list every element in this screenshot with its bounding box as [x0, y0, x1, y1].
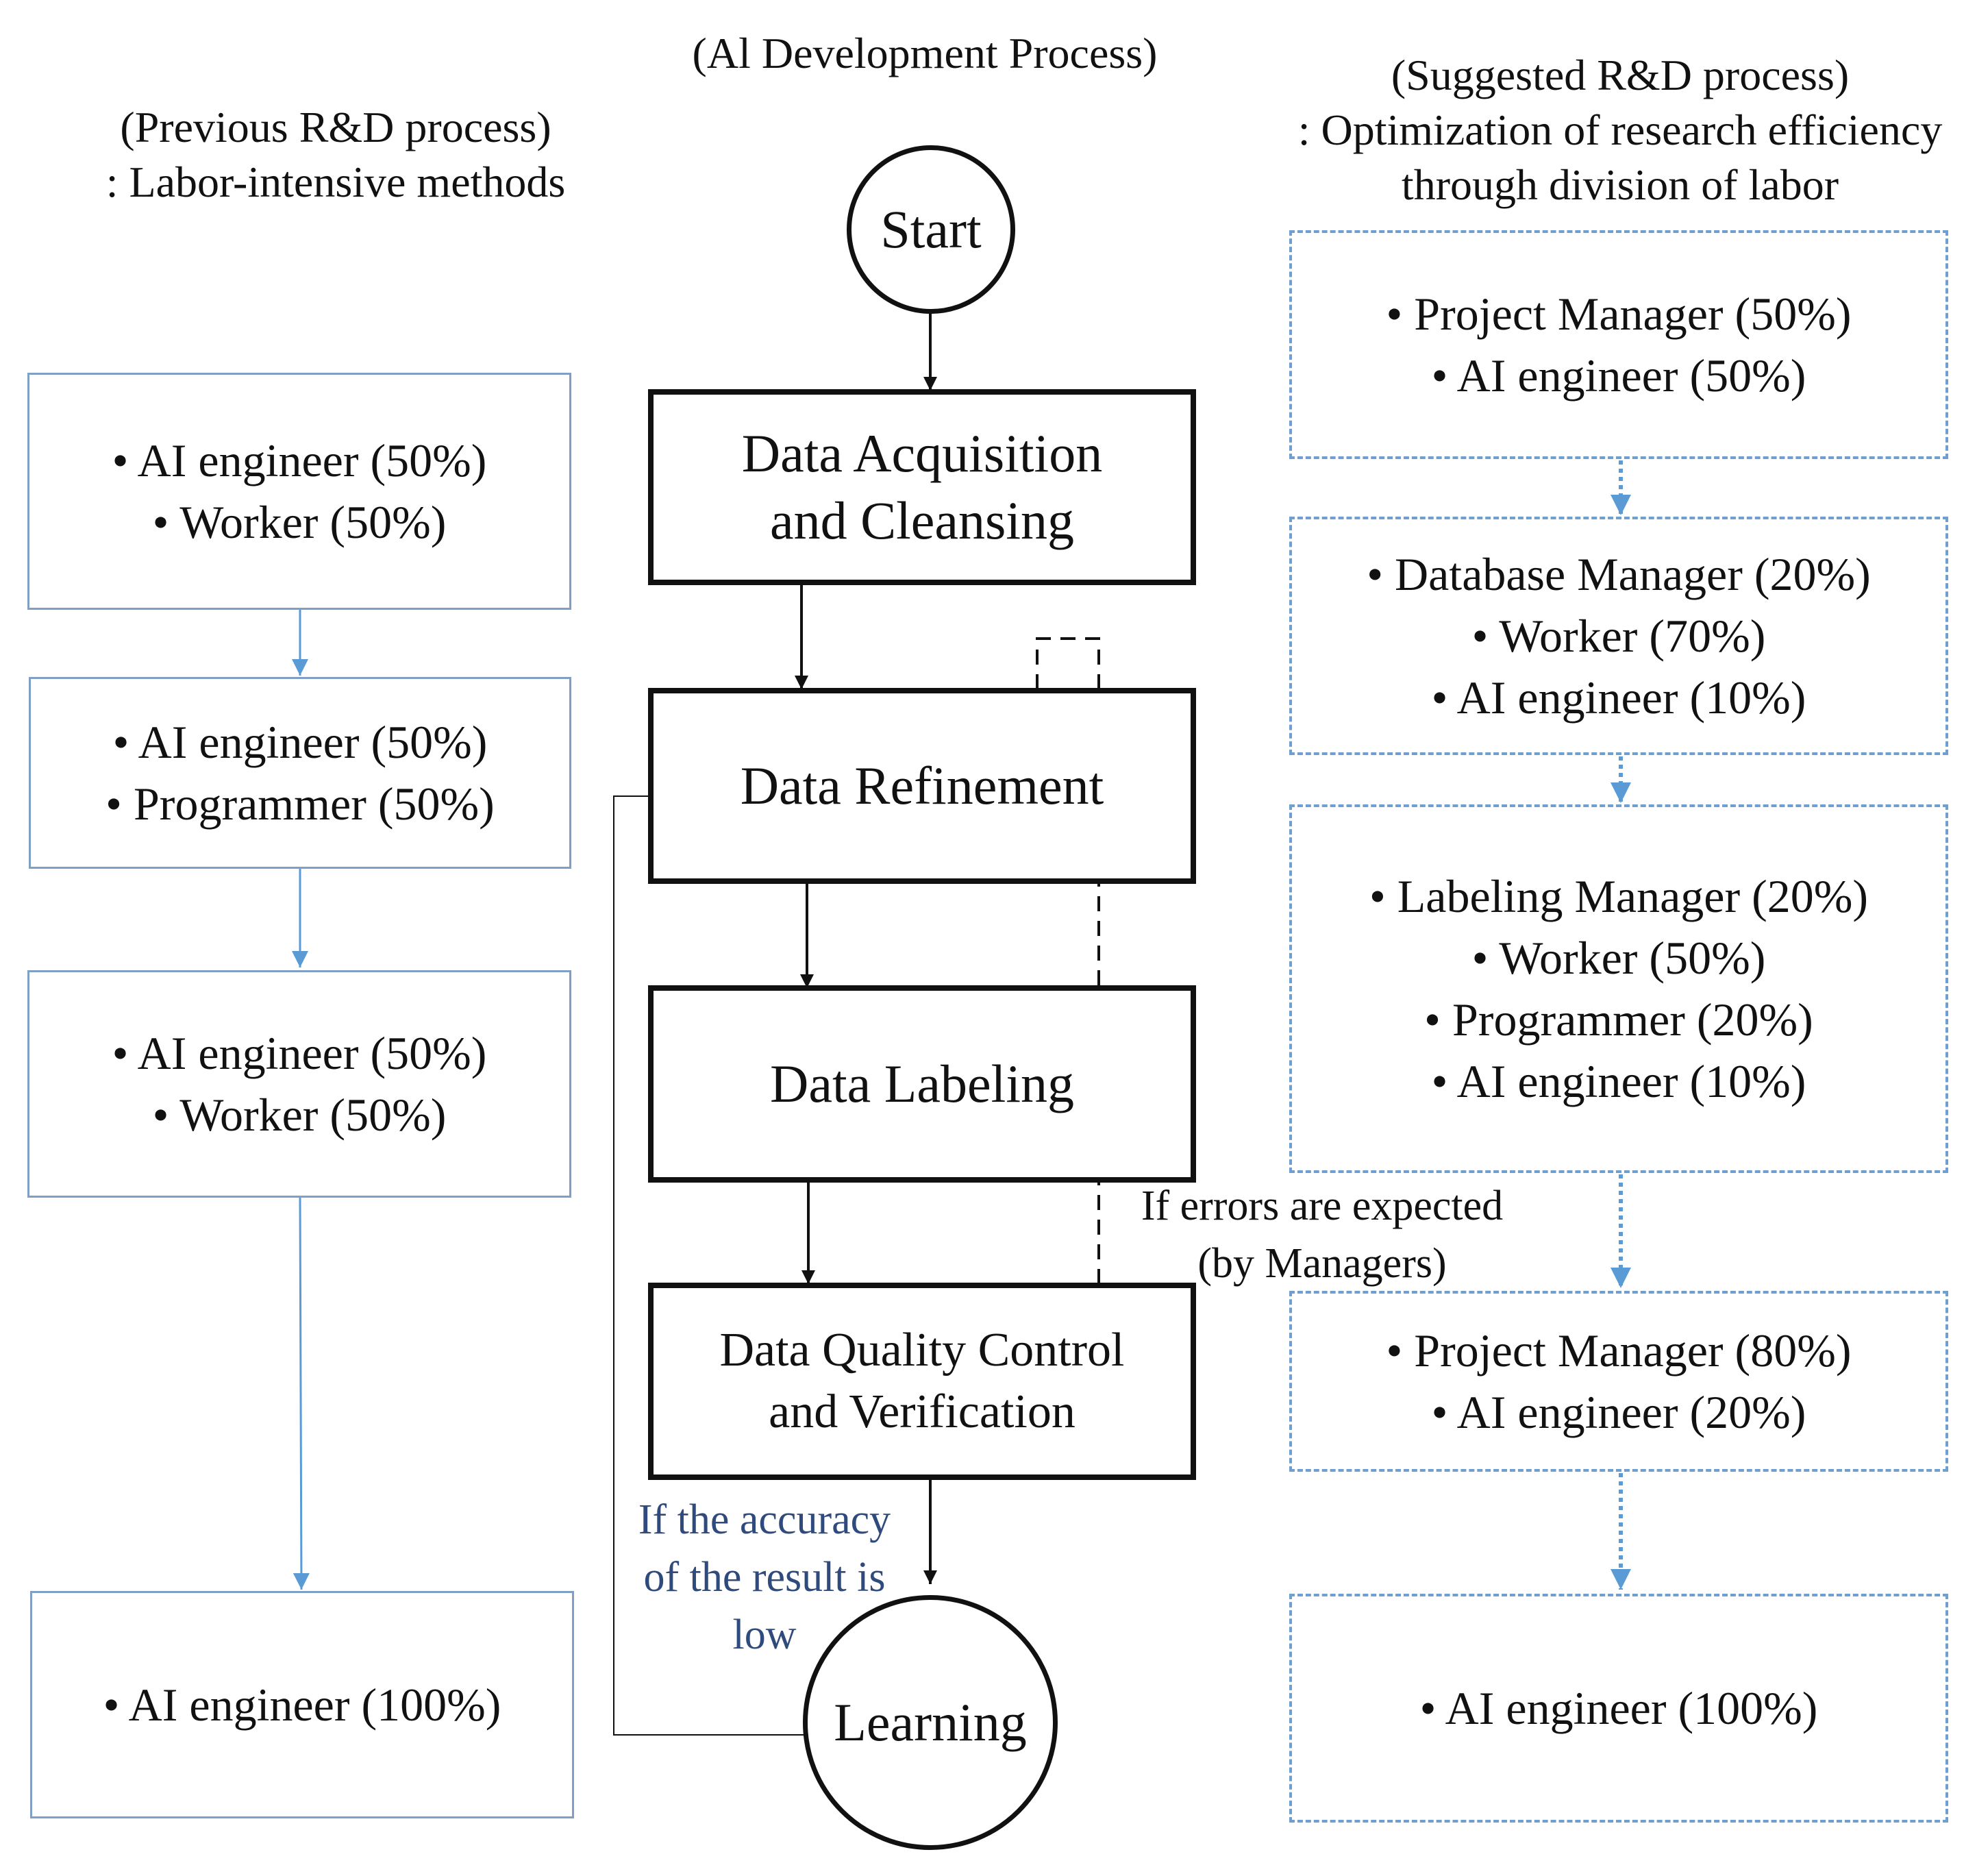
step-data-refinement: Data Refinement	[648, 688, 1196, 884]
sugg-box-4-line2: • AI engineer (20%)	[1431, 1386, 1806, 1438]
left-header: (Previous R&D process) : Labor-intensive…	[27, 100, 644, 210]
right-header: (Suggested R&D process) : Optimization o…	[1267, 48, 1973, 212]
step-data-acquisition: Data Acquisition and Cleansing	[648, 389, 1196, 585]
prev-box-3-line1: • AI engineer (50%)	[112, 1027, 487, 1079]
prev-box-1-line2: • Worker (50%)	[152, 496, 447, 548]
sugg-box-1-line2: • AI engineer (50%)	[1431, 349, 1806, 402]
accuracy-feedback-line	[613, 790, 804, 1736]
learning-label: Learning	[834, 1692, 1027, 1752]
step-acquisition-line2: and Cleansing	[769, 491, 1075, 550]
prev-connector-3	[293, 1197, 310, 1590]
prev-box-1: • AI engineer (50%) • Worker (50%)	[27, 373, 571, 610]
sugg-box-2-line2: • Worker (70%)	[1471, 610, 1766, 662]
left-header-line1: (Previous R&D process)	[120, 103, 551, 151]
accuracy-note-line1: If the accuracy	[638, 1496, 891, 1543]
errors-note-line1: If errors are expected	[1141, 1183, 1504, 1229]
prev-box-4-line1: • AI engineer (100%)	[103, 1679, 501, 1731]
sugg-box-3-line2: • Worker (50%)	[1471, 932, 1766, 984]
right-header-line2: : Optimization of research efficiency	[1297, 106, 1943, 154]
step-data-quality: Data Quality Control and Verification	[648, 1283, 1196, 1480]
right-header-line3: through division of labor	[1401, 160, 1839, 209]
center-header: (Al Development Process)	[692, 29, 1158, 77]
step-quality-line2: and Verification	[769, 1385, 1075, 1438]
step-refinement-label: Data Refinement	[740, 756, 1104, 815]
sugg-box-2: • Database Manager (20%) • Worker (70%) …	[1289, 517, 1948, 755]
sugg-box-3-line1: • Labeling Manager (20%)	[1369, 870, 1869, 922]
step-quality-line1: Data Quality Control	[719, 1324, 1125, 1377]
sugg-box-3: • Labeling Manager (20%) • Worker (50%) …	[1289, 804, 1948, 1173]
sugg-box-2-line3: • AI engineer (10%)	[1431, 671, 1806, 724]
sugg-box-4: • Project Manager (80%) • AI engineer (2…	[1289, 1291, 1948, 1472]
sugg-box-1: • Project Manager (50%) • AI engineer (5…	[1289, 230, 1948, 459]
sugg-box-2-line1: • Database Manager (20%)	[1367, 548, 1871, 600]
accuracy-note-line3: low	[732, 1612, 797, 1658]
prev-box-2: • AI engineer (50%) • Programmer (50%)	[29, 677, 571, 869]
prev-box-4: • AI engineer (100%)	[30, 1591, 574, 1818]
accuracy-note-line2: of the result is	[643, 1554, 886, 1601]
sugg-box-5-line1: • AI engineer (100%)	[1419, 1682, 1818, 1734]
step-data-labeling: Data Labeling	[648, 985, 1196, 1183]
errors-note-line2: (by Managers)	[1197, 1240, 1447, 1287]
step-labeling-label: Data Labeling	[770, 1054, 1074, 1113]
learning-node: Learning	[803, 1595, 1058, 1850]
sugg-box-3-line4: • AI engineer (10%)	[1431, 1055, 1806, 1107]
sugg-box-4-line1: • Project Manager (80%)	[1386, 1324, 1852, 1377]
start-label: Start	[880, 199, 982, 259]
accuracy-note: If the accuracy of the result is low	[621, 1491, 908, 1664]
sugg-box-5: • AI engineer (100%)	[1289, 1594, 1948, 1823]
step-acquisition-line1: Data Acquisition	[741, 423, 1103, 483]
errors-note: If errors are expected (by Managers)	[1110, 1177, 1534, 1292]
prev-box-2-line2: • Programmer (50%)	[105, 778, 495, 830]
prev-box-3: • AI engineer (50%) • Worker (50%)	[27, 970, 571, 1198]
right-header-line1: (Suggested R&D process)	[1391, 51, 1850, 99]
sugg-box-3-line3: • Programmer (20%)	[1424, 993, 1813, 1046]
start-node: Start	[847, 145, 1015, 314]
prev-box-3-line2: • Worker (50%)	[152, 1089, 447, 1141]
prev-box-2-line1: • AI engineer (50%)	[112, 716, 488, 768]
prev-box-1-line1: • AI engineer (50%)	[112, 434, 487, 486]
left-header-line2: : Labor-intensive methods	[105, 158, 566, 206]
sugg-box-1-line1: • Project Manager (50%)	[1386, 288, 1852, 340]
